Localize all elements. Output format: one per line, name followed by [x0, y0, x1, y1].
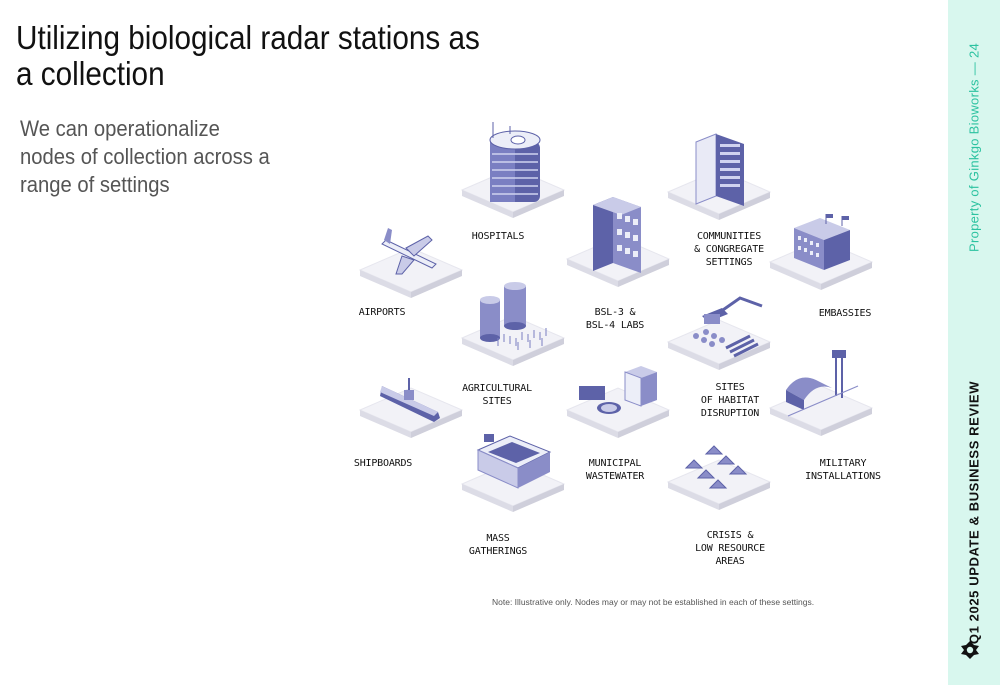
node-label-agricultural: AGRICULTURAL SITES [462, 383, 532, 407]
node-label-shipboards: SHIPBOARDS [353, 458, 413, 469]
node-label-crisis: CRISIS & LOW RESOURCE AREAS [695, 530, 765, 567]
excavator-logging-icon [667, 296, 771, 371]
warship-icon [359, 378, 463, 439]
node-label-habitat: SITES OF HABITAT DISRUPTION [700, 382, 760, 419]
node-label-embassies: EMBASSIES [818, 308, 872, 319]
hospital-building-icon [461, 122, 565, 219]
stadium-icon [461, 434, 565, 513]
airplane-icon [359, 228, 463, 299]
report-title: Q1 2025 UPDATE & BUSINESS REVIEW [966, 380, 982, 645]
tents-icon [667, 445, 771, 511]
embassy-building-icon [769, 214, 873, 291]
footnote: Note: Illustrative only. Nodes may or ma… [492, 597, 815, 607]
node-label-wastewater: MUNICIPAL WASTEWATER [585, 458, 645, 482]
lab-building-icon [566, 197, 670, 288]
silo-crops-icon [461, 282, 565, 367]
slide-subtitle: We can operationalize nodes of collectio… [20, 116, 270, 197]
node-label-hospitals: HOSPITALS [471, 231, 525, 242]
military-base-icon [769, 350, 873, 437]
ginkgo-logo-icon [961, 641, 979, 659]
page-reference: Property of Ginkgo Bioworks — 24 [966, 42, 982, 253]
slide-title: Utilizing biological radar stations as a… [16, 19, 480, 92]
node-label-mass-gatherings: MASS GATHERINGS [468, 533, 528, 557]
node-label-bsl-labs: BSL-3 & BSL-4 LABS [585, 307, 645, 331]
node-label-military: MILITARY INSTALLATIONS [805, 458, 881, 482]
wastewater-plant-icon [566, 366, 670, 439]
node-label-airports: AIRPORTS [358, 307, 406, 318]
node-label-communities: COMMUNITIES & CONGREGATE SETTINGS [694, 231, 764, 268]
settings-illustration: HOSPITALS COMMUNITIES & CONGREGATE SETTI… [353, 122, 881, 567]
apartment-tower-icon [667, 133, 771, 221]
right-sidebar [948, 0, 1000, 685]
